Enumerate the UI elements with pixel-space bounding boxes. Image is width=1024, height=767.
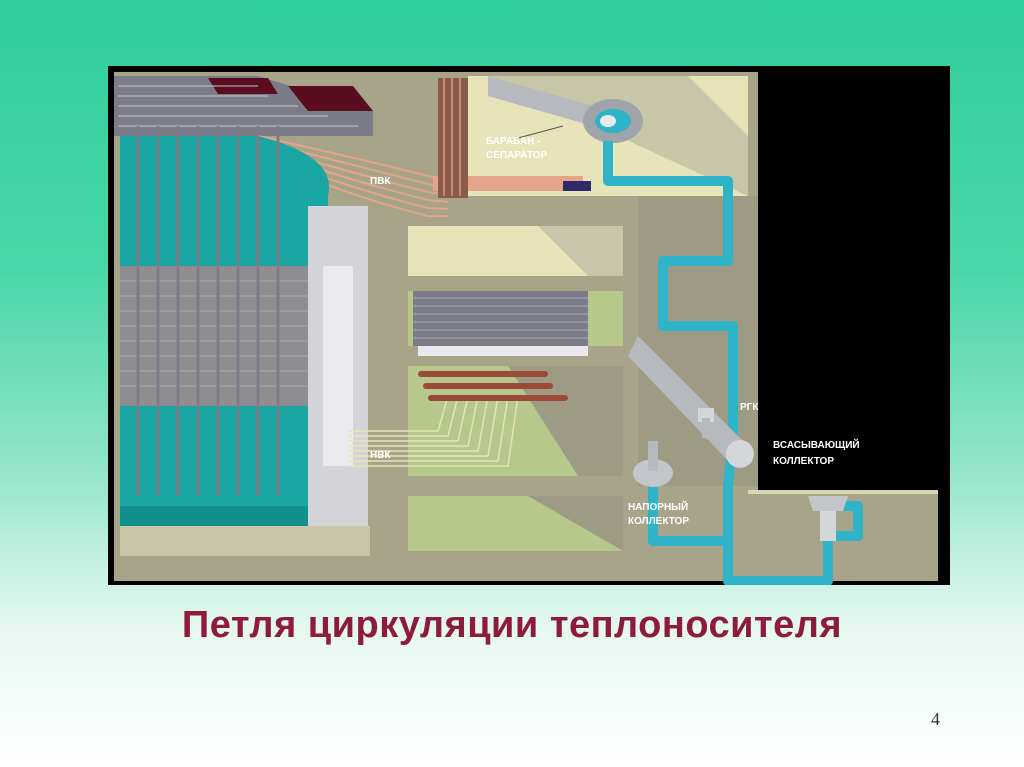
nvk-pipes <box>348 395 519 467</box>
core-upper <box>120 196 328 266</box>
distribution-headers <box>418 371 568 401</box>
drum-separator <box>488 76 643 143</box>
label-pvk: ПВК <box>370 176 391 187</box>
label-nvk: НВК <box>370 450 391 461</box>
label-suction-2: КОЛЛЕКТОР <box>773 456 834 467</box>
pvk-header <box>433 176 583 191</box>
diagram-frame: БАРАБАН - СЕПАРАТОР ПВК НВК РГК ВСАСЫВАЮ… <box>108 66 950 585</box>
fuel-channels <box>136 126 280 496</box>
floor-3-shade <box>508 366 623 476</box>
pressure-collector <box>633 441 673 487</box>
suction-collector <box>628 336 754 468</box>
floor-line <box>748 490 938 494</box>
drum-valve <box>563 181 591 191</box>
side-shield-inner <box>323 266 353 466</box>
upper-cover-2 <box>288 86 373 111</box>
label-pressure-2: КОЛЛЕКТОР <box>628 516 689 527</box>
grating-lines <box>413 297 588 339</box>
lower-pump-hall <box>638 486 938 581</box>
label-drum-2: СЕПАРАТОР <box>486 150 547 161</box>
floor-1-shade <box>538 226 623 276</box>
floor-4-shade <box>528 496 623 551</box>
base-plate <box>120 526 370 556</box>
label-drum-1: БАРАБАН - <box>486 136 540 147</box>
rgk-valve <box>698 408 714 438</box>
drum-grating <box>413 291 588 346</box>
drum-leader-line <box>517 125 564 139</box>
dark-background <box>758 72 944 490</box>
slide-title: Петля циркуляции теплоносителя <box>181 604 843 646</box>
page-number: 4 <box>931 709 940 729</box>
grating-base <box>418 346 588 356</box>
label-pressure-1: НАПОРНЫЙ <box>628 500 688 513</box>
reactor-circulation-diagram: БАРАБАН - СЕПАРАТОР ПВК НВК РГК ВСАСЫВАЮ… <box>114 72 944 585</box>
main-circulation-pump <box>808 496 848 541</box>
label-rgk: РГК <box>740 402 759 413</box>
core-base <box>120 506 310 526</box>
pvk-riser-lines <box>443 78 461 196</box>
label-suction-1: ВСАСЫВАЮЩИЙ <box>773 438 860 451</box>
graphite-stack <box>120 266 310 406</box>
